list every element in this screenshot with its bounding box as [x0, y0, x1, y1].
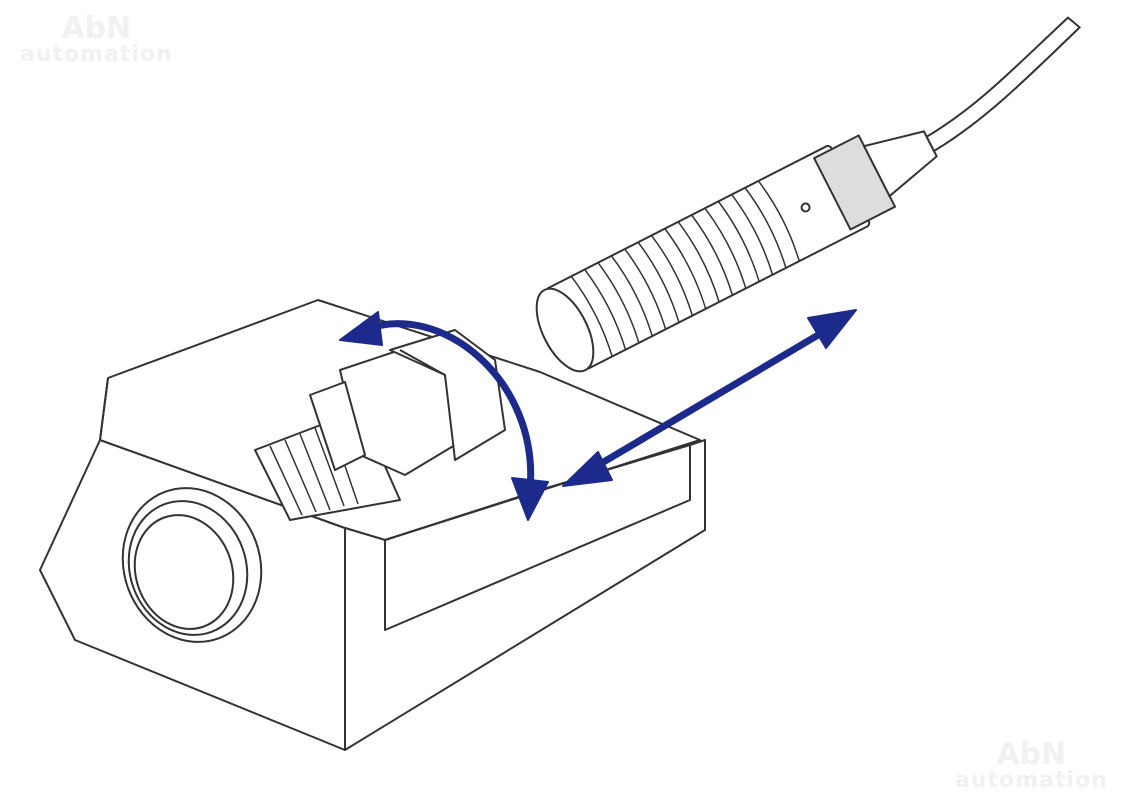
hex-nut — [309, 329, 506, 476]
linear-arrowhead-near — [562, 451, 613, 487]
linear-arrowhead-far — [807, 309, 857, 349]
watermark-sub: automation — [955, 768, 1108, 793]
rotation-arrow — [363, 320, 535, 491]
cable — [925, 16, 1081, 152]
watermark-sub: automation — [20, 42, 173, 67]
rotation-arrowhead-bottom — [511, 477, 549, 521]
watermark-brand: AbN — [996, 737, 1067, 772]
watermark-bottom-right: AbN automation — [955, 740, 1108, 792]
mounting-bracket — [39, 299, 706, 751]
adjustment-arrows — [339, 309, 857, 521]
watermark-brand: AbN — [61, 11, 132, 46]
linear-arrow — [588, 324, 832, 474]
proximity-sensor — [535, 16, 1081, 373]
cable-gland — [863, 130, 938, 198]
watermark-top-left: AbN automation — [20, 14, 173, 66]
rotation-arrowhead-top — [339, 311, 383, 346]
sensor-face — [535, 287, 595, 373]
